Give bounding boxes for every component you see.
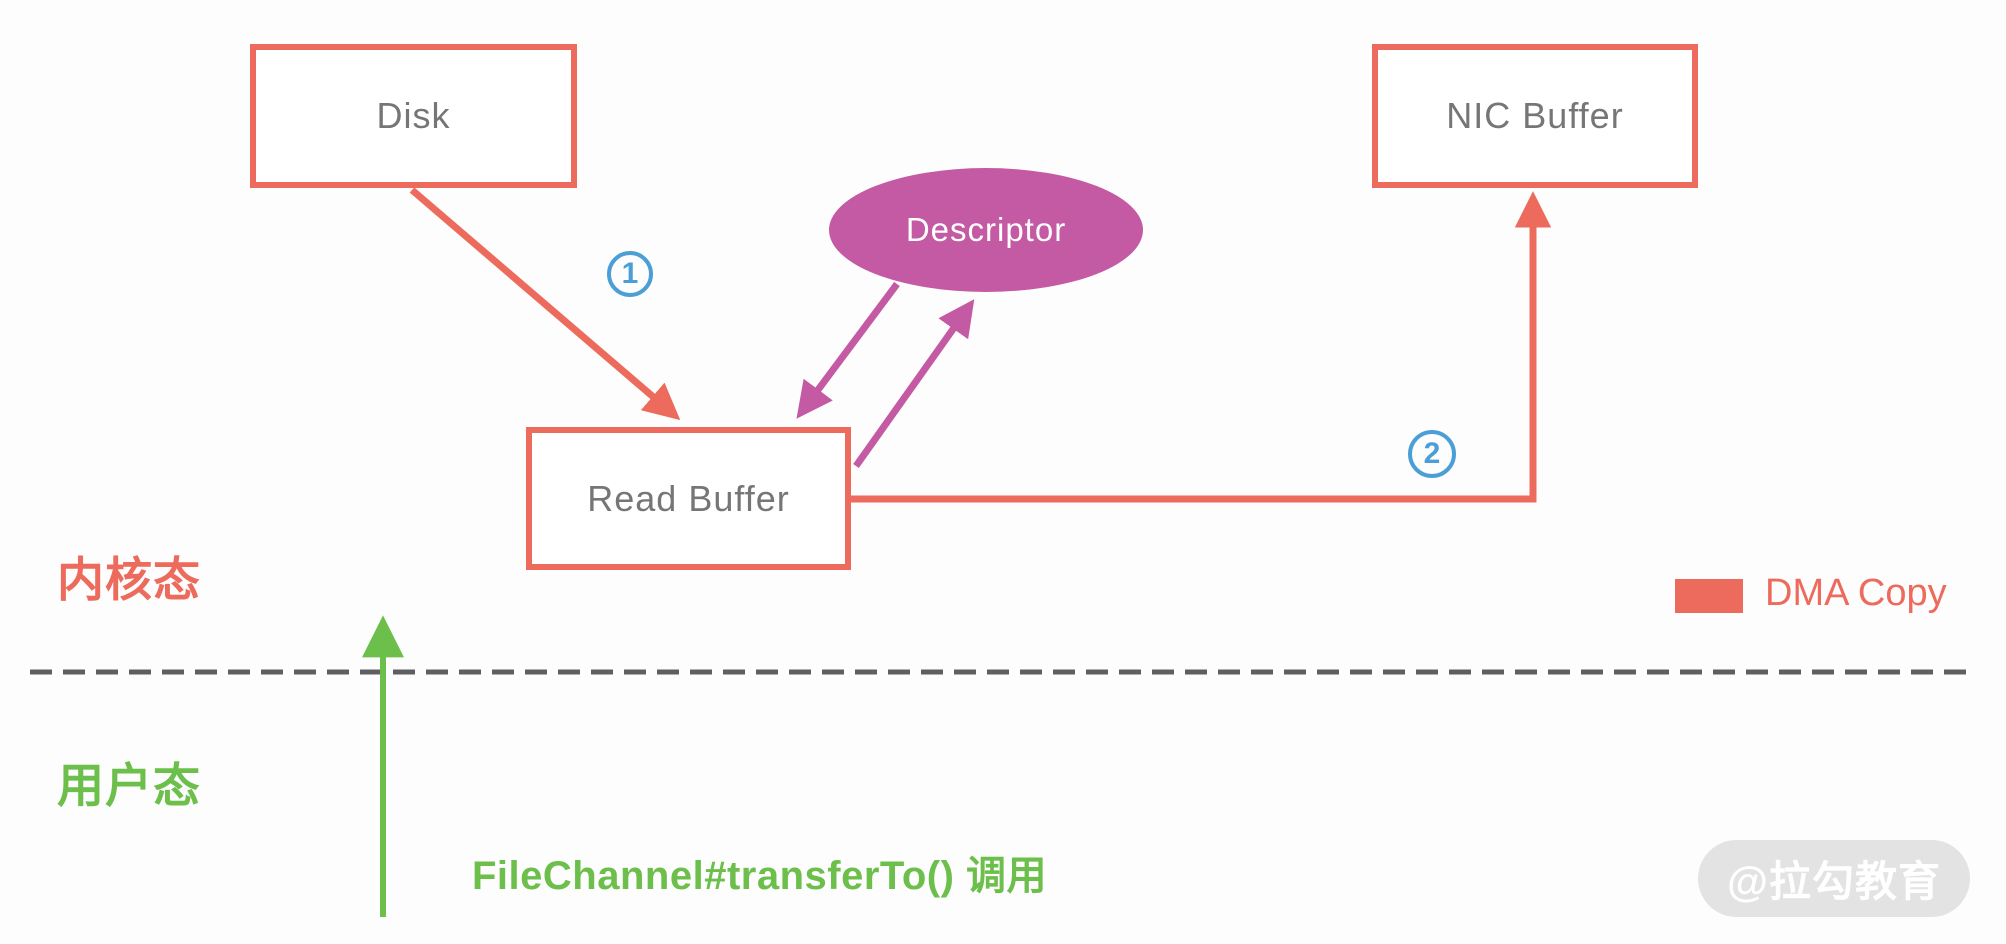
descriptor-node: Descriptor [829, 168, 1143, 292]
kernel-mode-label: 内核态 [57, 553, 201, 606]
watermark-badge: @拉勾教育 [1698, 840, 1970, 917]
legend: DMA Copy [1675, 572, 1947, 615]
read-buffer-to-descriptor-arrow [853, 299, 975, 469]
read-buffer-node-label: Read Buffer [587, 477, 790, 519]
step-2-number: 2 [1423, 437, 1441, 470]
dma-arrow-disk-to-read-buffer [409, 187, 681, 421]
nic-buffer-node: NIC Buffer [1372, 44, 1698, 188]
dma-arrow-read-buffer-to-nic-buffer [851, 191, 1552, 503]
user-mode-label: 用户态 [57, 759, 201, 812]
descriptor-to-read-buffer-arrow [796, 281, 900, 419]
step-2-badge: 2 [1408, 430, 1456, 478]
dma-copy-swatch [1675, 579, 1743, 613]
step-1-badge: 1 [607, 251, 653, 297]
read-buffer-node: Read Buffer [526, 427, 851, 570]
transferto-call-label: FileChannel#transferTo() 调用 [472, 854, 1048, 898]
descriptor-node-label: Descriptor [905, 211, 1067, 248]
dma-copy-label: DMA Copy [1765, 572, 1947, 614]
watermark-text: @拉勾教育 [1727, 858, 1941, 905]
disk-node: Disk [250, 44, 577, 188]
disk-node-label: Disk [376, 95, 451, 136]
nic-buffer-node-label: NIC Buffer [1446, 95, 1624, 136]
step-1-number: 1 [621, 257, 639, 290]
